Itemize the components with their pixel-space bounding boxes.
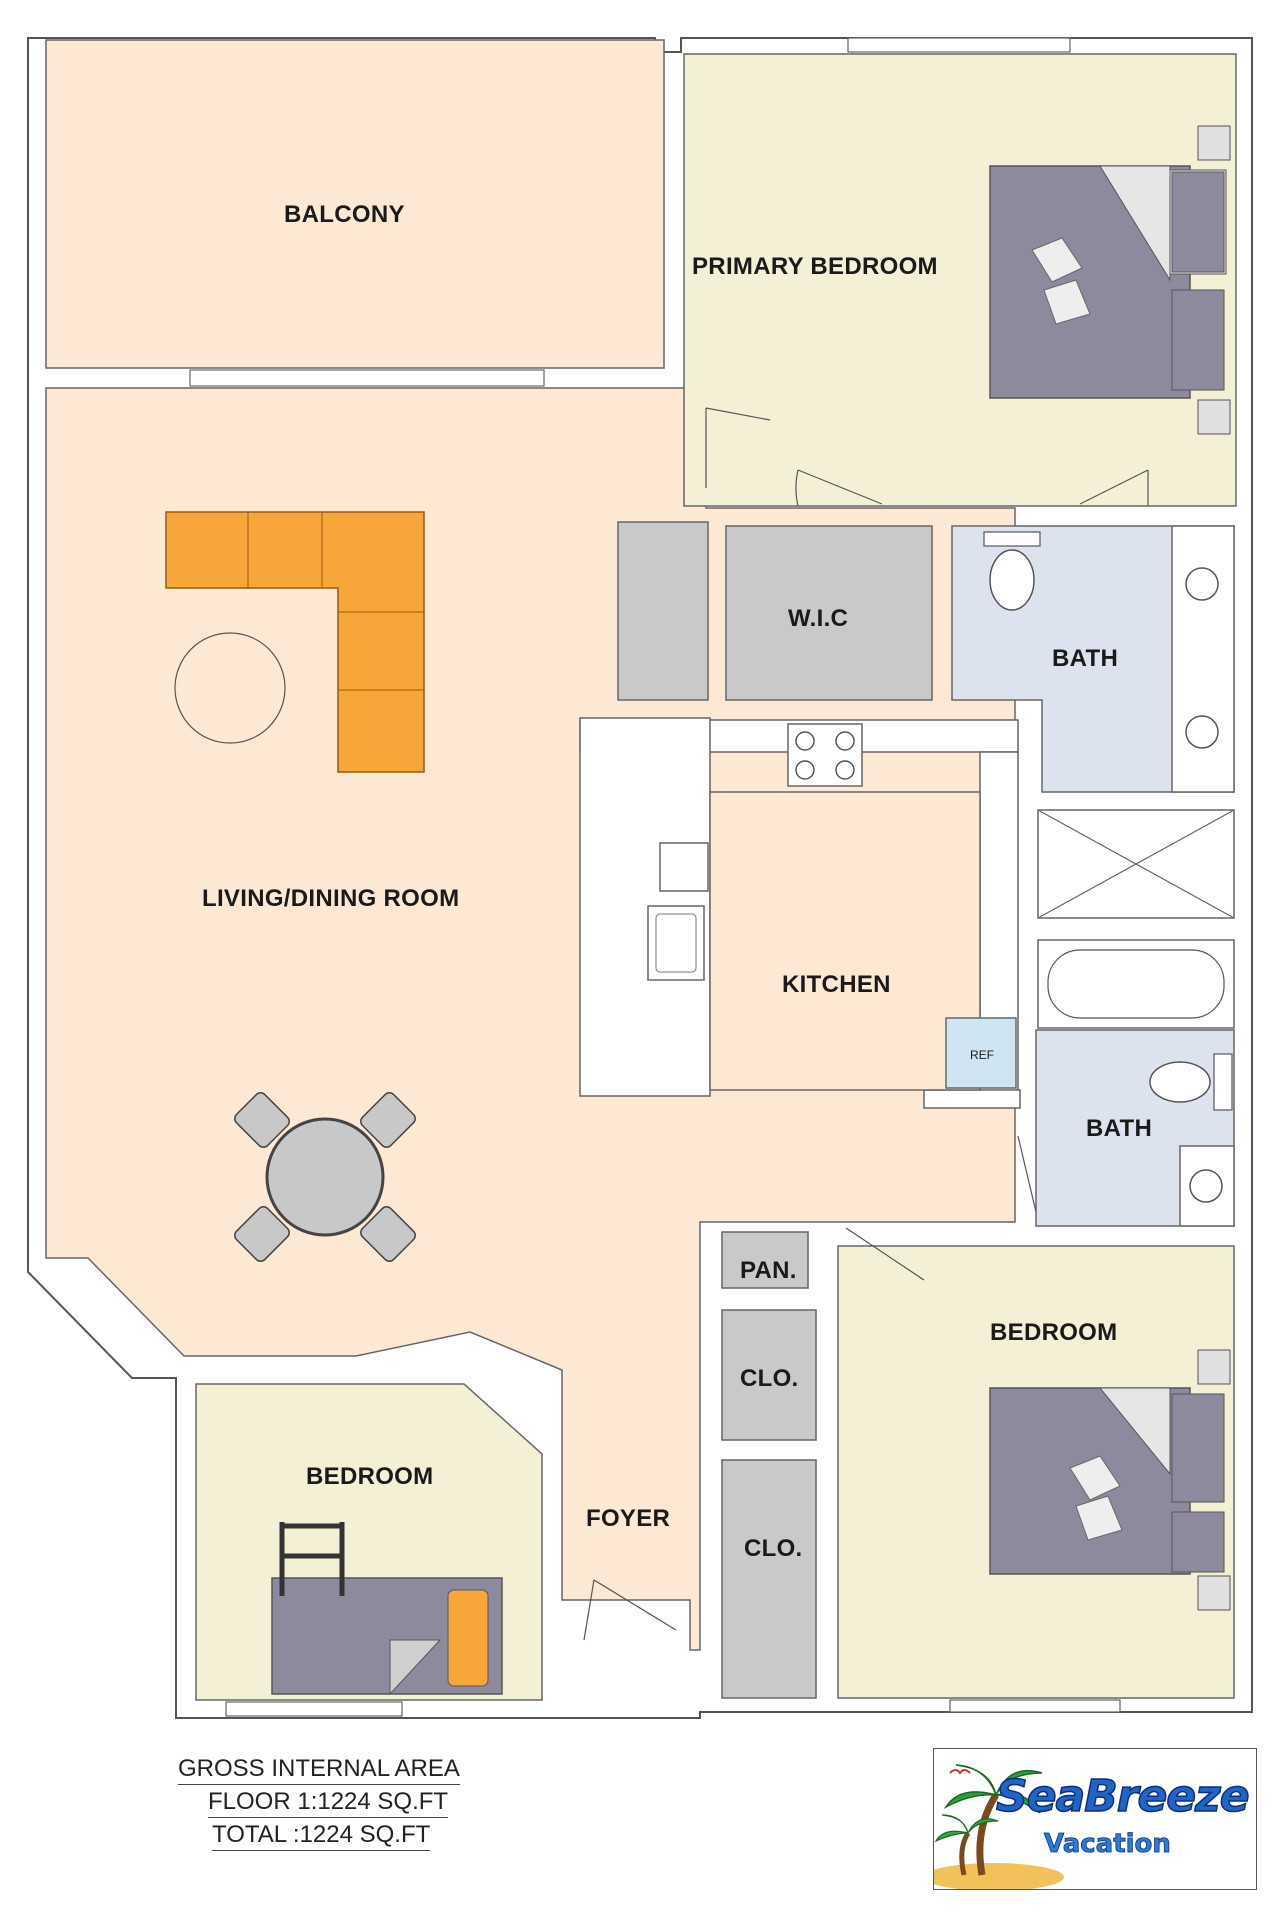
walk-in-closet <box>725 525 933 701</box>
refrigerator <box>945 1017 1017 1089</box>
closet-lower <box>721 1459 817 1699</box>
dining-chair <box>360 1092 416 1148</box>
toilet-tank <box>1213 1053 1233 1111</box>
bedroom-right-label: BEDROOM <box>990 1319 1117 1346</box>
burner <box>795 731 815 751</box>
pillow-decor <box>1031 237 1091 325</box>
stove <box>787 723 863 787</box>
kitchen-sink <box>647 905 705 981</box>
closet-lower-label: CLO. <box>744 1535 803 1562</box>
dining-chair <box>234 1206 290 1262</box>
door-swing <box>705 407 771 488</box>
bed-pillow <box>447 1589 489 1687</box>
kitchen-label: KITCHEN <box>782 971 891 998</box>
bathtub-basin <box>1047 949 1225 1019</box>
logo-sub-text: Vacation <box>1044 1829 1172 1860</box>
gross-area-label: GROSS INTERNAL AREA <box>178 1754 460 1785</box>
toilet <box>1149 1061 1211 1103</box>
sofa-cushion-lines <box>247 512 424 691</box>
dining-table <box>265 1117 385 1237</box>
door-swing <box>583 1579 677 1641</box>
dishwasher <box>659 842 709 892</box>
balcony-label: BALCONY <box>284 201 405 228</box>
burner <box>835 760 855 780</box>
kitchen-sink-basin <box>655 913 697 973</box>
closet-linen <box>617 521 709 701</box>
window <box>225 1701 403 1717</box>
bed-pillow <box>1171 171 1225 273</box>
bed-sheet-fold <box>389 1639 442 1696</box>
bed-pillow <box>1171 1393 1225 1503</box>
floor-area-value: FLOOR 1:1224 SQ.FT <box>208 1787 449 1818</box>
toilet-tank <box>983 531 1041 547</box>
bedroom-left-label: BEDROOM <box>306 1463 433 1490</box>
primary-bedroom-label: PRIMARY BEDROOM <box>692 253 938 280</box>
window <box>949 1699 1121 1713</box>
foyer-label: FOYER <box>586 1505 670 1532</box>
palm-trunk <box>976 1793 999 1876</box>
pillow-decor <box>1069 1455 1123 1541</box>
dining-chair <box>234 1092 290 1148</box>
wic-label: W.I.C <box>788 605 848 632</box>
bed-pillow <box>1171 289 1225 391</box>
vanity-sink <box>1185 715 1219 749</box>
window <box>189 369 545 387</box>
bed-sheet-fold <box>1098 1387 1171 1476</box>
window <box>847 37 1071 53</box>
closet-upper-label: CLO. <box>740 1365 799 1392</box>
island-sand <box>934 1863 1064 1889</box>
pantry-label: PAN. <box>740 1257 797 1284</box>
palm-leaves <box>943 1764 1043 1814</box>
primary-vanity <box>1171 525 1235 793</box>
toilet <box>989 549 1035 611</box>
living-dining-label: LIVING/DINING ROOM <box>202 885 459 912</box>
refrigerator-label: REF <box>970 1048 994 1062</box>
kitchen-floor <box>709 791 981 1091</box>
shower-marker <box>1037 809 1235 919</box>
closet-upper <box>721 1309 817 1441</box>
dining-chair <box>360 1206 416 1262</box>
ladder <box>279 1522 345 1596</box>
total-area-value: TOTAL :1224 SQ.FT <box>212 1820 431 1851</box>
nightstand <box>1197 1575 1231 1611</box>
vanity-sink <box>1185 567 1219 601</box>
nightstand <box>1197 1349 1231 1385</box>
door-swing <box>845 1227 925 1281</box>
second-bath-label: BATH <box>1086 1115 1152 1142</box>
balcony-area <box>45 39 665 369</box>
coffee-table <box>174 632 286 744</box>
bed-pillow <box>1171 1511 1225 1573</box>
seabreeze-logo: SeaBreeze Vacation <box>933 1748 1257 1890</box>
primary-bath-label: BATH <box>1052 645 1118 672</box>
bird-icon <box>949 1769 971 1775</box>
door-swing <box>1017 1135 1037 1213</box>
nightstand <box>1197 399 1231 435</box>
pantry <box>721 1231 809 1289</box>
living-dining-area <box>45 387 1016 1651</box>
vanity-sink <box>1189 1169 1223 1203</box>
door-swing <box>795 469 883 507</box>
door-swing <box>1079 469 1149 506</box>
kitchen-counter-bottom <box>923 1089 1021 1109</box>
nightstand <box>1197 125 1231 161</box>
palm-leaves <box>934 1814 999 1843</box>
area-info: GROSS INTERNAL AREA FLOOR 1:1224 SQ.FT T… <box>172 1752 512 1851</box>
bed-sheet-fold <box>1099 165 1171 282</box>
logo-brand-text: SeaBreeze <box>995 1770 1250 1823</box>
burner <box>835 731 855 751</box>
burner <box>795 760 815 780</box>
sectional-sofa <box>165 511 425 773</box>
palm-trunk <box>959 1831 971 1876</box>
